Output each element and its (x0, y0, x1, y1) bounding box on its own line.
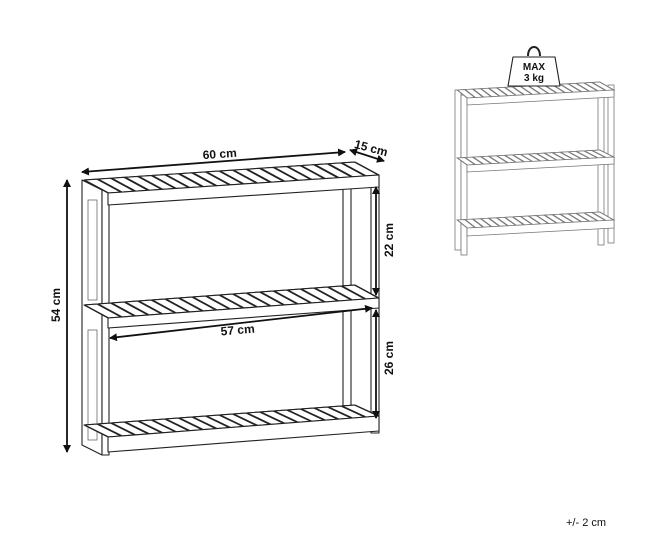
inner-width-label: 57 cm (220, 322, 255, 339)
main-shelf-drawing (81, 161, 380, 456)
front-rail (466, 89, 615, 106)
upper-gap-label: 22 cm (382, 223, 396, 257)
width-label: 60 cm (202, 146, 237, 162)
weight-value-label: 3 kg (524, 73, 544, 84)
middle-shelf (83, 284, 380, 329)
dimension-lower-gap: 26 cm (372, 309, 396, 419)
height-label: 54 cm (49, 288, 63, 322)
dimension-upper-gap: 22 cm (372, 186, 396, 296)
bottom-shelf (83, 404, 380, 453)
front-rail (107, 415, 380, 453)
small-top-shelf (455, 81, 616, 106)
tolerance-note: +/- 2 cm (566, 517, 606, 529)
dimension-height: 54 cm (49, 179, 71, 453)
small-middle-shelf (455, 149, 616, 173)
weight-max-label: MAX (523, 62, 546, 73)
small-bottom-shelf (455, 211, 616, 237)
dimension-inner-width: 57 cm (109, 304, 373, 342)
dimension-width: 60 cm (81, 146, 346, 176)
weight-icon: MAX 3 kg (507, 46, 561, 87)
load-capacity-drawing: MAX 3 kg (454, 46, 616, 256)
lower-gap-label: 26 cm (382, 341, 396, 375)
left-side-frame (81, 179, 103, 456)
front-rail (466, 156, 615, 173)
dimension-depth: 15 cm (349, 137, 389, 163)
front-rail (466, 219, 615, 237)
